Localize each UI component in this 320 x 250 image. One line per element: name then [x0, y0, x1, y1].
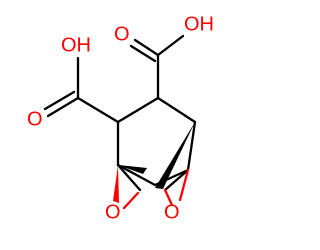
label-epoxide-right-o: O: [164, 201, 180, 223]
bond-c1-carbonyl-c: [76, 96, 120, 124]
bond-c4-o-right: [178, 168, 190, 202]
carboxylic-acid-right: OH O: [114, 13, 214, 100]
bond-c8-o-right: [163, 188, 174, 207]
label-left-oh: OH: [61, 34, 91, 56]
wedge-bond-c6-c5-front: [118, 165, 147, 174]
label-right-carbonyl-o: O: [114, 23, 130, 45]
bond-carbonyl-double-2: [43, 90, 76, 111]
bond-c2-c3: [156, 96, 197, 124]
label-right-oh: OH: [184, 13, 214, 35]
bond-carbonyl-double-right-1: [133, 38, 160, 57]
bond-c6-c5: [116, 163, 157, 187]
bond-carbonyl-double-1: [46, 96, 80, 118]
bond-c3-c4: [186, 120, 197, 172]
wedge-bond-c6-o-left: [113, 165, 119, 203]
bond-o-left-c7: [122, 191, 140, 210]
label-epoxide-left-o: O: [105, 201, 121, 223]
bond-c6-c7: [116, 163, 142, 192]
bond-carbonyl-c-oh-right: [156, 34, 185, 57]
wedge-bond-c3-c6: [155, 122, 195, 189]
epoxide-right: O: [163, 168, 190, 223]
molecule-structure: OH O OH O O O: [27, 13, 214, 223]
bond-c4-c8: [163, 168, 190, 192]
epoxide-left: O: [105, 163, 142, 223]
carboxylic-acid-left: OH O: [27, 34, 120, 130]
label-left-carbonyl-o: O: [27, 108, 43, 130]
bond-carbonyl-double-right-2: [129, 44, 157, 63]
bond-c1-c2: [116, 96, 160, 124]
